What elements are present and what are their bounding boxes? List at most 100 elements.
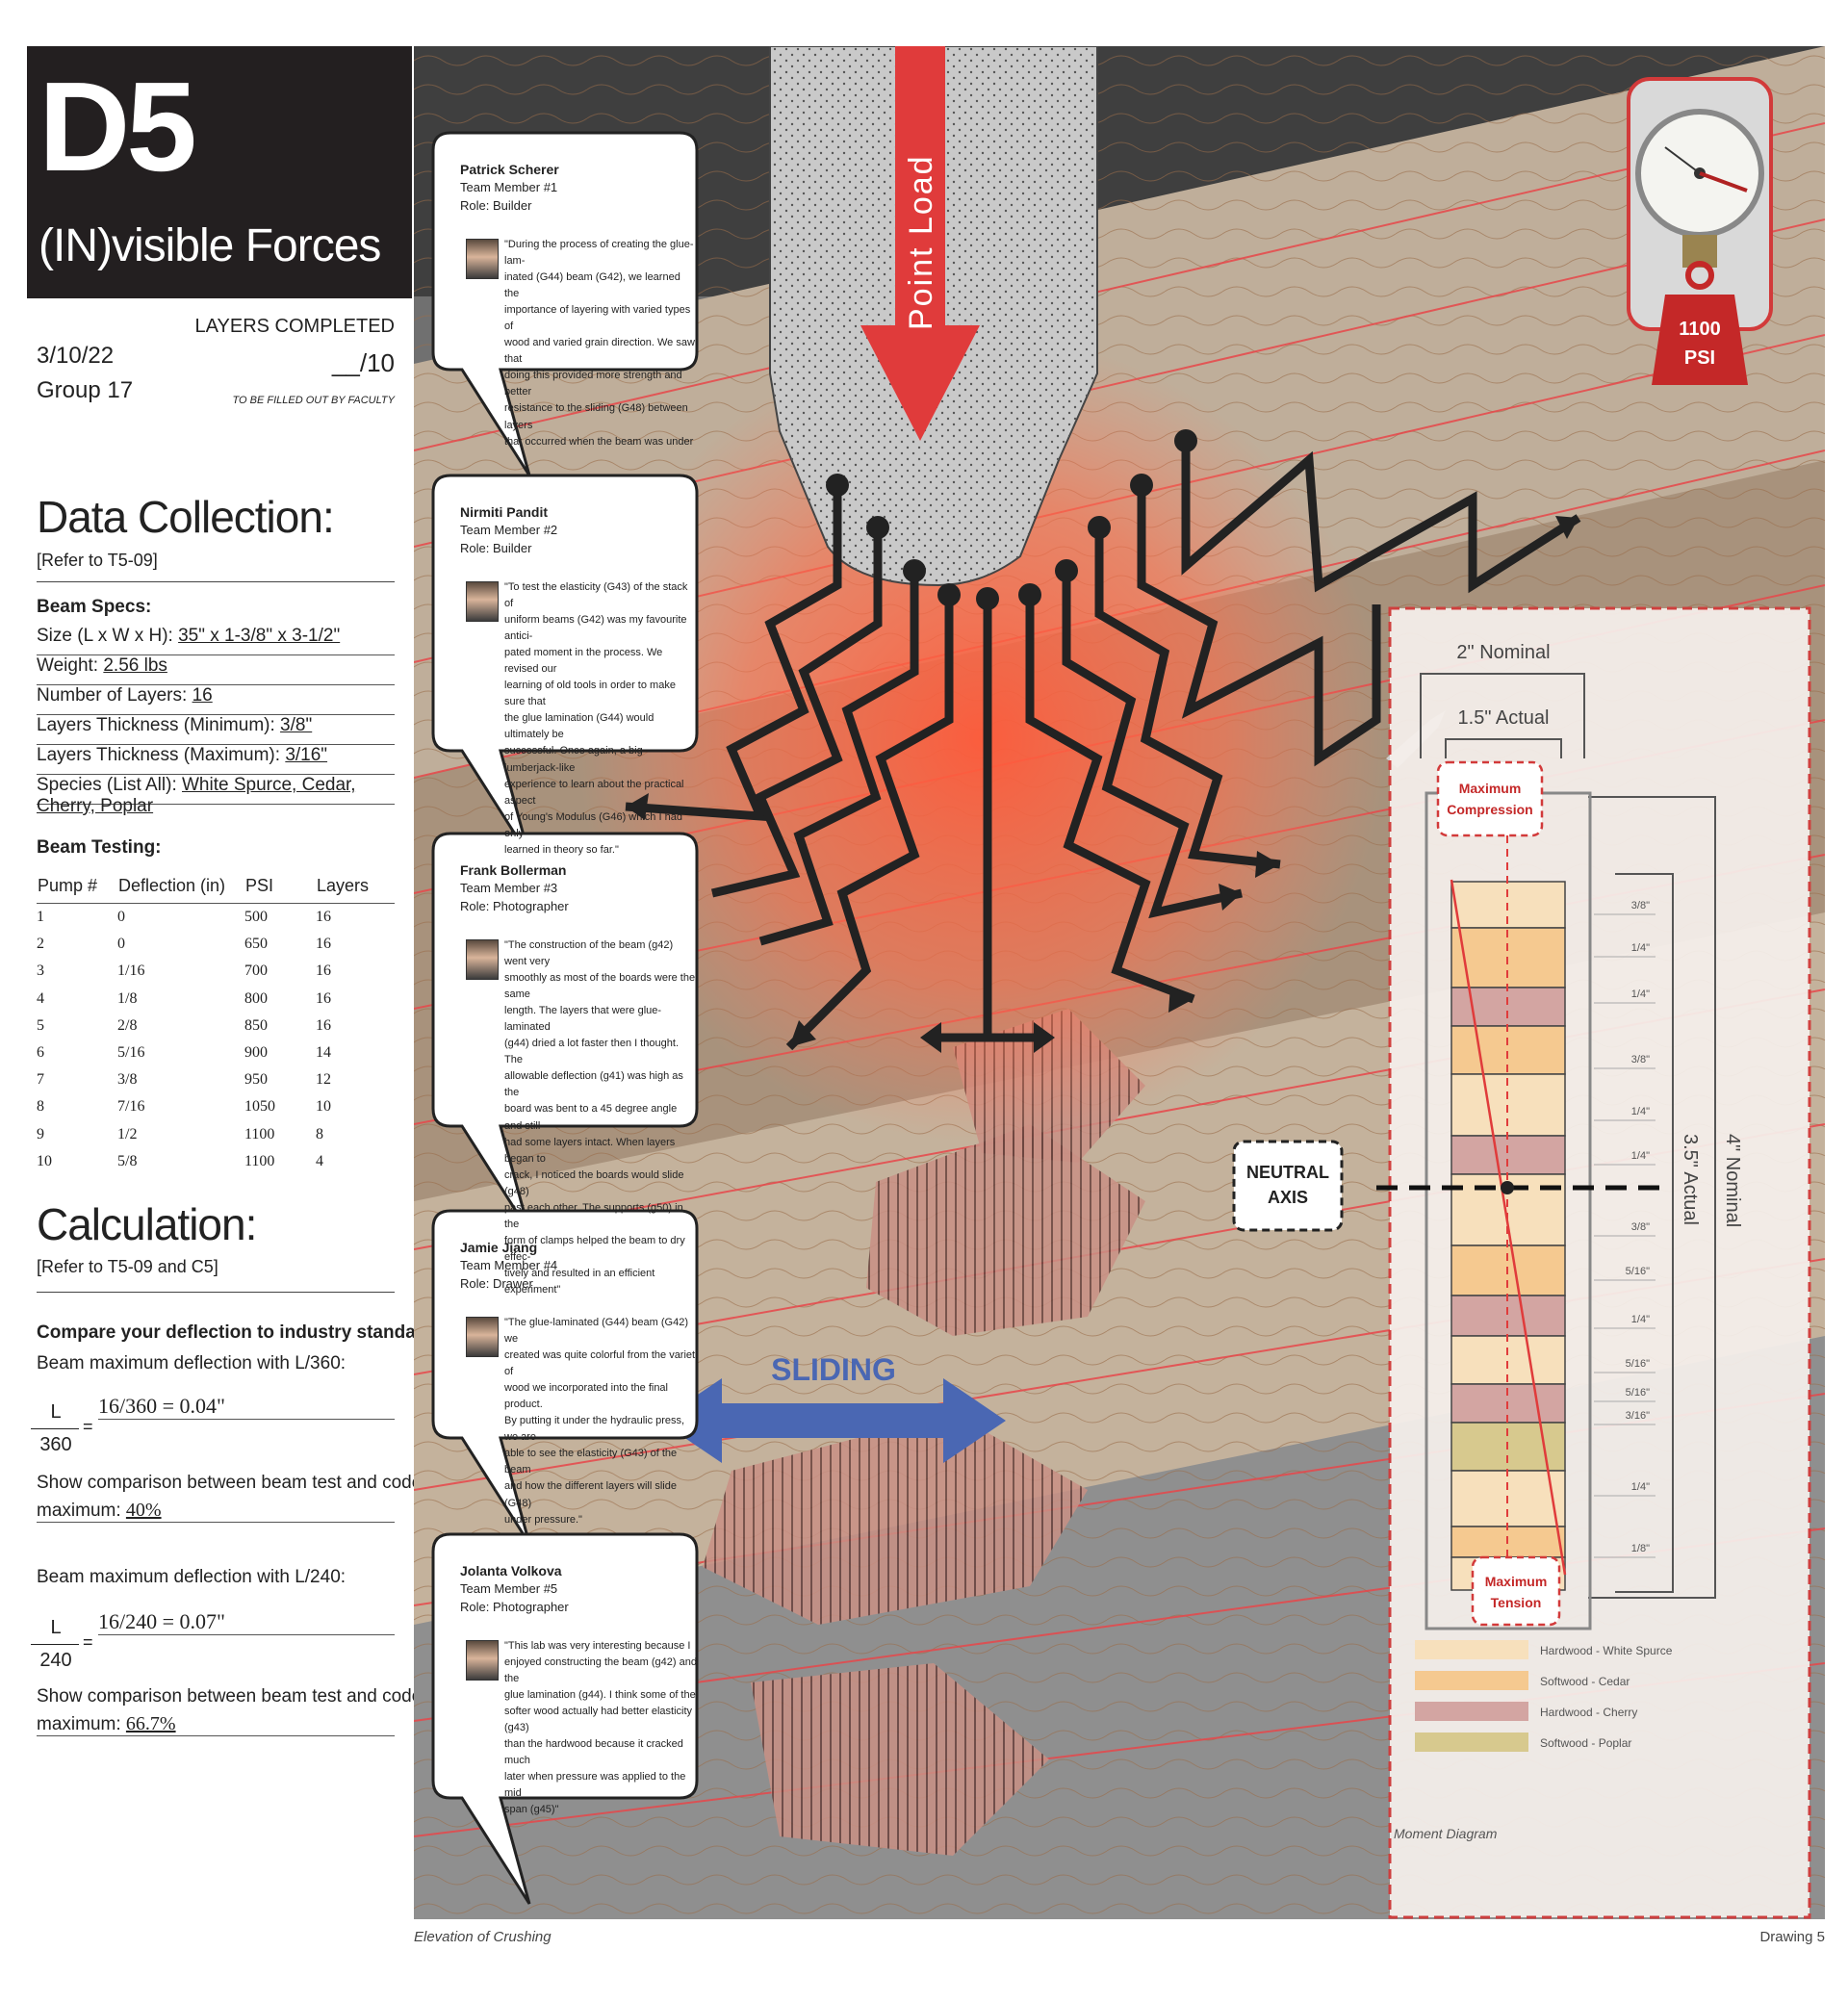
quote-line: inated (G44) beam (G42), we learned the (504, 271, 680, 300)
spec-row: Layers Thickness (Maximum): 3/16" (37, 745, 395, 775)
spec-label: Size (L x W x H): (37, 626, 179, 646)
bearing-arrow-head (920, 1022, 941, 1053)
quote-line: "The glue-laminated (G44) beam (G42) we (504, 1317, 688, 1346)
quote-line: learning of old tools in order to make s… (504, 680, 676, 708)
spec-label: Species (List All): (37, 775, 182, 795)
layer-thickness-label: 3/16" (1626, 1410, 1650, 1422)
member-name: Jamie Jiang (460, 1240, 538, 1255)
table-cell: 650 (244, 936, 268, 953)
quote-line: "During the process of creating the glue… (504, 239, 694, 268)
member-number: Team Member #5 (460, 1581, 558, 1597)
legend-swatch (1415, 1671, 1528, 1690)
table-cell: 3 (37, 962, 44, 980)
neutral-axis-label-2: AXIS (1268, 1188, 1308, 1207)
drawing-canvas: Point Load (414, 46, 1825, 1919)
quote-line: past each other. The supports (g50) in t… (504, 1201, 683, 1230)
group-label: Group 17 (37, 377, 134, 403)
member-number: Team Member #1 (460, 180, 558, 195)
legend-swatch (1415, 1640, 1528, 1659)
column-header: PSI (244, 868, 316, 904)
quote-line: later when pressure was applied to the m… (504, 1771, 686, 1800)
table-cell: 16 (316, 989, 331, 1007)
quote-line: "This lab was very interesting because I (504, 1640, 691, 1652)
quote-line: tively and resulted in an efficient expe… (504, 1267, 655, 1296)
spec-label: Weight: (37, 655, 104, 676)
max-tension-box (1471, 1555, 1561, 1627)
actual-width-label: 1.5" Actual (1458, 707, 1550, 729)
psi-value: 1100 (1679, 319, 1720, 340)
divider (37, 581, 395, 582)
point-load-label: Point Load (903, 154, 939, 330)
fraction-numerator: L (50, 1617, 62, 1638)
max-compression-label-1: Maximum (1459, 781, 1522, 796)
moment-diagram-label: Moment Diagram (1394, 1826, 1498, 1841)
quote-line: enjoyed constructing the beam (g42) and … (504, 1656, 697, 1685)
table-cell: 1 (37, 909, 44, 926)
spec-label: Layers Thickness (Minimum): (37, 715, 281, 735)
quote-line: "The construction of the beam (g42) went… (504, 939, 674, 968)
table-cell: 10 (37, 1152, 52, 1169)
l360-result: 16/360 = 0.04" (98, 1394, 395, 1420)
point-load-arrow (860, 46, 980, 441)
member-role: Role: Builder (460, 541, 532, 556)
table-cell: 5 (37, 1016, 44, 1034)
member-number: Team Member #2 (460, 523, 558, 538)
layer-thickness-label: 5/16" (1626, 1387, 1650, 1399)
table-cell: 5/8 (117, 1152, 138, 1169)
max-compression-label-2: Compression (1447, 802, 1532, 817)
spec-value: White Spurce, Cedar, Cherry, Poplar (37, 775, 356, 816)
quote-line: allowable deflection (g41) was high as t… (504, 1070, 683, 1099)
quote-line: that occurred when the beam was under (504, 435, 694, 448)
calculation-ref: [Refer to T5-09 and C5] (37, 1257, 218, 1276)
equals-sign: = (83, 1632, 93, 1652)
layer-thickness-label: 5/16" (1626, 1358, 1650, 1370)
sliding-label: SLIDING (771, 1352, 896, 1387)
legend-label: Hardwood - White Spurce (1540, 1644, 1673, 1657)
quote-line: importance of layering with varied types… (504, 304, 691, 333)
layer-thickness-label: 1/4" (1631, 1314, 1650, 1325)
table-cell: 700 (244, 962, 268, 980)
table-cell: 14 (316, 1044, 331, 1062)
layer-thickness-label: 1/4" (1631, 1150, 1650, 1162)
spec-row: Species (List All): White Spurce, Cedar,… (37, 775, 395, 816)
quote-line: crack, I noticed the boards would slide … (504, 1168, 684, 1197)
column-header: Pump # (37, 868, 117, 904)
data-collection-ref: [Refer to T5-09] (37, 551, 158, 570)
table-cell: 1050 (244, 1098, 275, 1116)
column-header: Deflection (in) (117, 868, 244, 904)
spec-label: Number of Layers: (37, 685, 192, 706)
layers-completed-label: LAYERS COMPLETED (194, 316, 395, 337)
stress-arrow-heads (626, 429, 1578, 1047)
quote-line: form of clamps helped the beam to dry ef… (504, 1234, 685, 1263)
drawing-number: Drawing 5 (1759, 1929, 1825, 1945)
neutral-axis-label-1: NEUTRAL (1246, 1163, 1329, 1182)
quote-line: created was quite colorful from the vari… (504, 1349, 696, 1378)
spec-value: 3/8" (280, 715, 313, 735)
quote-line: pated moment in the process. We revised … (504, 647, 663, 676)
speech-bubbles (431, 131, 699, 1905)
table-cell: 1100 (244, 1152, 275, 1169)
member-photo (466, 581, 499, 622)
legend-swatch (1415, 1702, 1528, 1721)
table-cell: 12 (316, 1071, 331, 1089)
table-cell: 5/16 (117, 1044, 145, 1062)
comparison-label: maximum: (37, 1714, 126, 1734)
member-photo (466, 939, 499, 980)
member-role: Role: Photographer (460, 899, 569, 914)
nominal-width-label: 2" Nominal (1456, 642, 1550, 663)
table-cell: 16 (316, 909, 331, 926)
quote-line: span (g45)" (504, 1804, 559, 1816)
comparison-label: Show comparison between beam test and co… (37, 1473, 423, 1493)
comparison-label: maximum: (37, 1501, 126, 1521)
layer-thickness-label: 5/16" (1626, 1266, 1650, 1277)
glulam-layer (1450, 1295, 1566, 1337)
layer-thickness-label: 1/4" (1631, 942, 1650, 954)
member-role: Role: Drawer (460, 1276, 533, 1292)
